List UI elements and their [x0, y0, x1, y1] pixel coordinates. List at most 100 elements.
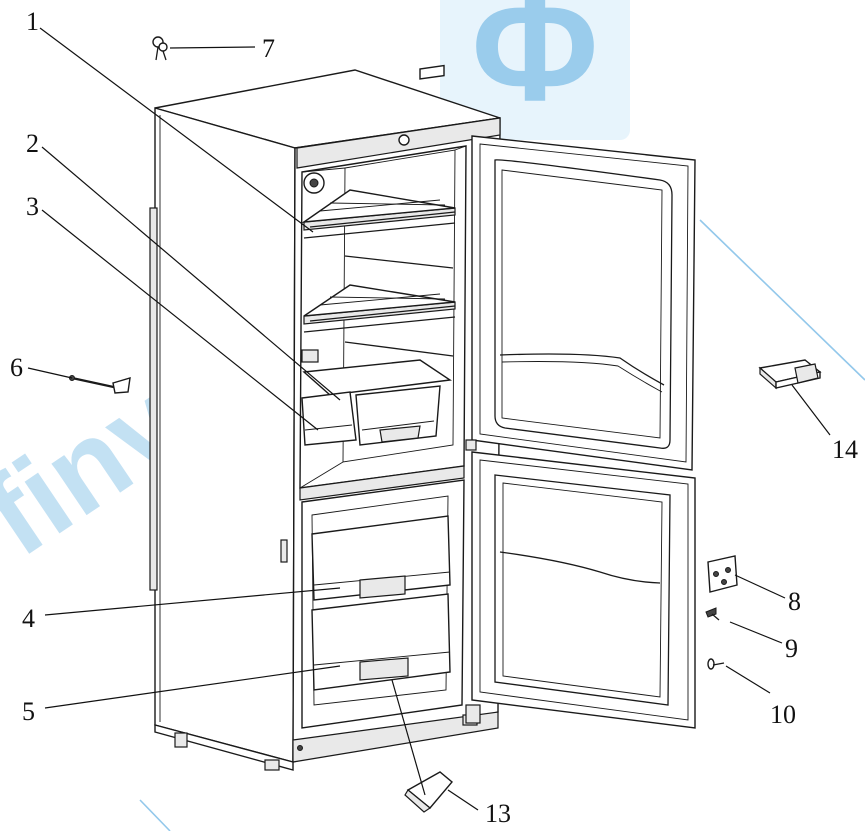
leader-14 [791, 384, 831, 436]
compartment-back-wall [342, 149, 456, 463]
callout-6: 6 [10, 353, 23, 382]
door-outer [471, 135, 696, 471]
shelf-top [301, 189, 456, 223]
shelf-wire [319, 293, 441, 306]
leader-13b [447, 789, 479, 811]
callout-9: 9 [785, 634, 798, 663]
leader-1 [39, 27, 314, 233]
door-shelf [499, 353, 665, 386]
leader-8 [734, 574, 786, 599]
watermark-logo-box [440, 0, 630, 140]
screw-icon [705, 607, 720, 621]
callout-4: 4 [22, 604, 35, 633]
drawer-line [361, 420, 435, 431]
interior-edge [299, 461, 344, 489]
leader-3 [41, 209, 319, 431]
door-shelf [499, 551, 661, 584]
drawer-handle [359, 575, 406, 599]
drawer-body [311, 515, 451, 601]
hinge-hole [721, 579, 727, 585]
scraper-icon [69, 375, 131, 394]
key-shaft [155, 46, 159, 61]
key-icon [152, 36, 168, 61]
interior-edge [301, 167, 346, 173]
base-screw [297, 745, 303, 751]
watermark-logo-letter: Ф [471, 0, 599, 132]
foot-cover-edge [404, 789, 432, 813]
callout-2: 2 [26, 129, 39, 158]
callout-14: 14 [832, 435, 858, 464]
callout-3: 3 [26, 192, 39, 221]
wire-shelf-lower [303, 284, 456, 333]
door-hinge [465, 439, 477, 451]
crisper-drawer-right [355, 385, 441, 446]
ice-tray-icon [758, 359, 822, 390]
callout-13: 13 [485, 799, 511, 828]
leader-6 [27, 367, 73, 379]
shelf-rail [344, 341, 454, 357]
door-shelf-edge [501, 361, 663, 393]
key-ring-2 [158, 42, 168, 52]
door-liner-inner [502, 482, 663, 698]
shelf-lip [303, 222, 456, 239]
drawer-body [311, 593, 451, 691]
fridge-cabinet [149, 64, 501, 771]
screw-shank [711, 613, 720, 621]
callout-7: 7 [262, 34, 275, 63]
freezer-drawer-upper [311, 515, 451, 601]
shelf-rail [344, 255, 454, 269]
pin-shank [712, 662, 725, 666]
cabinet-base-side [154, 724, 294, 771]
door-gasket [479, 143, 689, 463]
fan-hub [309, 178, 319, 188]
interior-edge [454, 145, 467, 151]
freezer-drawer-lower [311, 593, 451, 691]
control-knob [398, 134, 410, 146]
pin-head [707, 658, 715, 670]
shelf-top [303, 284, 456, 317]
door-liner-inner [501, 169, 663, 439]
leader-lines [27, 27, 831, 811]
hinge-hole [725, 567, 731, 573]
callout-1: 1 [26, 7, 39, 36]
callout-8: 8 [788, 587, 801, 616]
pin-icon [707, 658, 725, 670]
freezer-door [465, 451, 696, 729]
door-hinge-bottom [465, 704, 481, 724]
shelf-wire [319, 199, 441, 212]
watermark-line [699, 219, 865, 381]
drawer-line [304, 424, 353, 431]
wire-shelf-upper [301, 189, 456, 239]
side-latch [280, 539, 288, 563]
cabinet-base [292, 711, 499, 763]
drawer-handle [379, 425, 421, 443]
leader-13 [391, 679, 426, 796]
callout-labels: 1 2 3 4 5 6 7 8 9 10 13 14 [10, 7, 858, 828]
leader-2 [41, 146, 341, 401]
compartment-divider [299, 465, 465, 501]
foot [174, 732, 188, 748]
leader-4 [44, 587, 341, 616]
control-panel [296, 117, 501, 169]
foot-cover-icon [404, 771, 453, 813]
key-shaft-2 [162, 50, 167, 61]
drawer-handle [359, 657, 409, 681]
leader-9 [729, 621, 783, 644]
drawer-front [301, 391, 357, 446]
cabinet-left-side [154, 107, 296, 763]
drawer-line [313, 651, 451, 666]
callout-5: 5 [22, 697, 35, 726]
display-window [419, 64, 445, 80]
door-liner [494, 474, 671, 706]
door-gasket [479, 459, 689, 721]
shelf-wire [329, 296, 446, 300]
leader-10 [725, 665, 771, 694]
door-outer [471, 451, 696, 729]
foot [264, 759, 280, 771]
shelf-wire [309, 211, 456, 228]
crisper-drawer-left [301, 391, 357, 446]
callout-10: 10 [770, 700, 796, 729]
fridge-door-upper [465, 135, 696, 471]
